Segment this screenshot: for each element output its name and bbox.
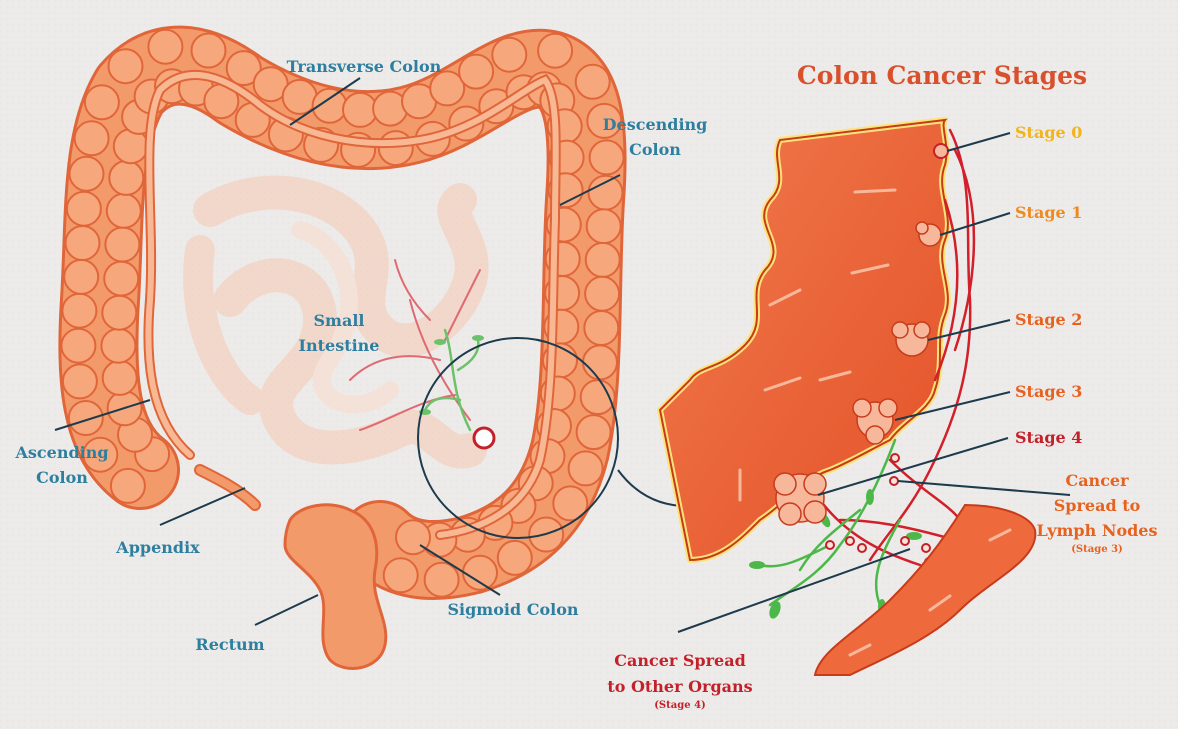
haustrum-bump: [104, 262, 138, 296]
haustrum-bump: [62, 294, 96, 328]
label-organs-line1: Cancer Spread: [614, 651, 746, 670]
haustrum-bump: [63, 364, 97, 398]
haustrum-bump: [109, 161, 143, 195]
haustrum-bump: [107, 194, 141, 228]
haustrum-bump: [64, 260, 98, 294]
label-stage-1: Stage 1: [1015, 203, 1082, 222]
label-stage-4: Stage 4: [1015, 428, 1082, 447]
haustrum-bump: [586, 243, 620, 277]
haustrum-bump: [585, 277, 619, 311]
tumor-stage-0: [934, 144, 948, 158]
label-sigmoid-colon: Sigmoid Colon: [447, 600, 578, 619]
label-lymph-line1: Cancer: [1065, 471, 1129, 490]
haustrum-bump: [69, 401, 103, 435]
label-descending-colon-line1: Descending: [603, 115, 708, 134]
haustrum-bump: [498, 541, 532, 575]
label-stage-3: Stage 3: [1015, 382, 1082, 401]
haustrum-bump: [148, 30, 182, 64]
haustrum-bump: [577, 415, 611, 449]
haustrum-bump: [576, 65, 610, 99]
haustrum-bump: [584, 311, 618, 345]
haustrum-bump: [70, 157, 104, 191]
haustrum-bump: [587, 209, 621, 243]
haustrum-bump: [463, 556, 497, 590]
haustrum-bump: [101, 329, 135, 363]
page-title: Colon Cancer Stages: [797, 61, 1087, 90]
haustrum-bump: [75, 121, 109, 155]
haustrum-bump: [384, 558, 418, 592]
haustrum-bump: [459, 55, 493, 89]
haustrum-bump: [538, 34, 572, 68]
haustrum-bump: [589, 176, 623, 210]
label-lymph-note: (Stage 3): [1071, 544, 1123, 555]
haustrum-bump: [61, 329, 95, 363]
haustrum-bump: [425, 563, 459, 597]
haustrum-bump: [583, 345, 617, 379]
haustrum-bump: [67, 192, 101, 226]
haustrum-bump: [192, 34, 226, 68]
tumor-stage-4: [774, 473, 826, 525]
label-small-intestine-line2: Intestine: [299, 336, 380, 355]
label-rectum: Rectum: [195, 635, 264, 654]
label-transverse-colon: Transverse Colon: [287, 57, 442, 76]
label-descending-colon-line2: Colon: [629, 140, 681, 159]
label-stage-2: Stage 2: [1015, 310, 1082, 329]
haustrum-bump: [569, 451, 603, 485]
haustrum-bump: [283, 80, 317, 114]
label-appendix: Appendix: [115, 538, 200, 557]
colon-tumor-spot: [474, 428, 494, 448]
haustrum-bump: [111, 469, 145, 503]
haustrum-bump: [105, 228, 139, 262]
haustrum-bump: [343, 93, 377, 127]
haustrum-bump: [102, 296, 136, 330]
label-lymph-line2: Spread to: [1054, 496, 1141, 515]
haustrum-bump: [103, 361, 137, 395]
label-organs-line2: to Other Organs: [607, 677, 752, 696]
haustrum-bump: [109, 49, 143, 83]
haustrum-bump: [66, 226, 100, 260]
haustrum-bump: [590, 140, 624, 174]
label-lymph-line3: Lymph Nodes: [1037, 521, 1158, 540]
haustrum-bump: [85, 85, 119, 119]
label-organs-note: (Stage 4): [654, 700, 706, 711]
label-ascending-colon-line2: Colon: [36, 468, 88, 487]
haustrum-bump: [492, 38, 526, 72]
label-ascending-colon-line1: Ascending: [14, 443, 108, 462]
label-small-intestine-line1: Small: [313, 311, 364, 330]
label-stage-0: Stage 0: [1015, 123, 1082, 142]
